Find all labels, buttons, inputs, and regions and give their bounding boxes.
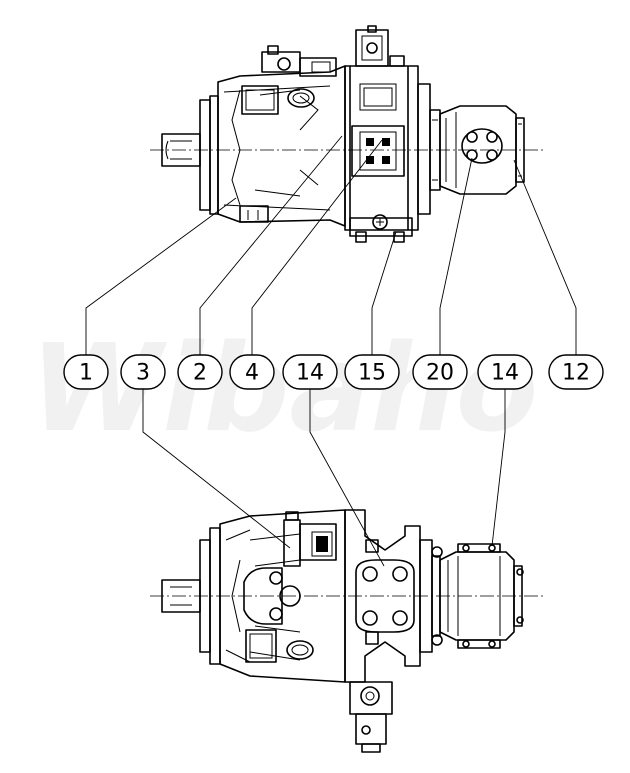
callout-bubble: [412, 354, 468, 390]
callout-label: 14: [491, 361, 519, 386]
callout-1: 1: [63, 354, 109, 390]
callout-12: 12: [548, 354, 604, 390]
callout-bubble: [548, 354, 604, 390]
callout-label: 1: [79, 361, 93, 386]
callout-label: 2: [193, 361, 207, 386]
bottom-view-pump: [150, 509, 545, 753]
callout-14-right: 14: [477, 354, 533, 390]
callout-bubble: [229, 354, 275, 390]
callout-2: 2: [177, 354, 223, 390]
callout-20: 20: [412, 354, 468, 390]
callout-bubble: [282, 354, 338, 390]
callout-label: 14: [296, 361, 324, 386]
callout-14-left: 14: [282, 354, 338, 390]
callout-bubble: [344, 354, 400, 390]
top-view-pump: [150, 25, 545, 243]
callout-label: 15: [358, 361, 386, 386]
watermark: Wibaho: [30, 320, 538, 459]
callout-label: 3: [136, 361, 150, 386]
callout-bubble: [63, 354, 109, 390]
callout-15: 15: [344, 354, 400, 390]
callout-label: 4: [245, 361, 259, 386]
callout-label: 20: [426, 361, 454, 386]
callout-3: 3: [120, 354, 166, 390]
callout-bubble: [120, 354, 166, 390]
callout-bubble: [177, 354, 223, 390]
callout-bubble: [477, 354, 533, 390]
callout-4: 4: [229, 354, 275, 390]
leader-lines: [85, 135, 577, 567]
watermark-text: Wibaho: [30, 320, 538, 459]
callout-label: 12: [562, 361, 590, 386]
